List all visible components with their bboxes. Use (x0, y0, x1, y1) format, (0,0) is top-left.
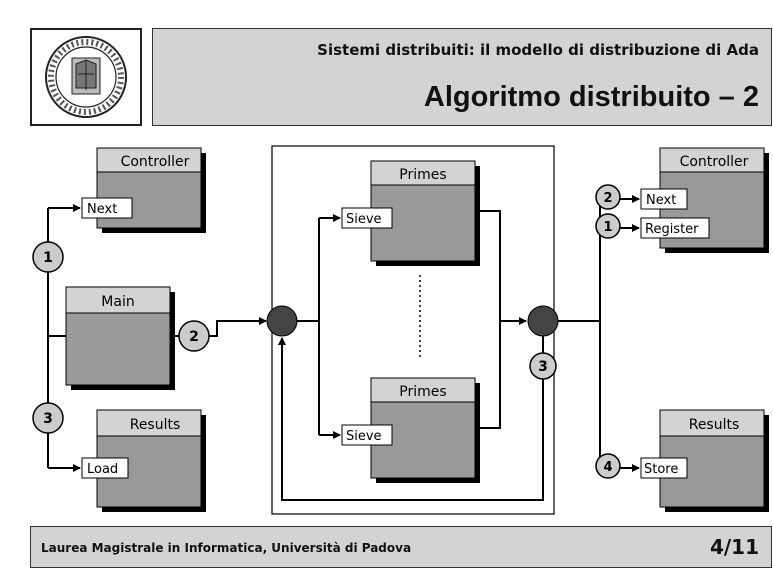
right-store-tag: Store (640, 457, 688, 479)
sieve-top-tag: Sieve (341, 207, 393, 229)
left-load-label: Load (87, 462, 118, 477)
left-results-label: Results (130, 417, 181, 433)
svg-text:4: 4 (603, 460, 612, 475)
step-badge-1-left: 1 (32, 241, 64, 273)
svg-text:3: 3 (43, 411, 53, 427)
right-next-label: Next (646, 193, 676, 208)
svg-text:3: 3 (538, 359, 548, 375)
main-to-node-arrow (209, 317, 267, 337)
step-badge-3-left: 3 (32, 402, 64, 434)
primes-bottom-box: Primes (370, 377, 480, 483)
main-label: Main (101, 294, 134, 310)
right-results-label: Results (689, 417, 740, 433)
sieve-bottom-tag: Sieve (341, 424, 393, 446)
feedback-loop-arrow (278, 336, 544, 501)
left-controller-box: Controller (96, 147, 206, 233)
header-panel: Sistemi distribuiti: il modello di distr… (152, 28, 772, 126)
right-register-label: Register (645, 222, 699, 237)
step-badge-3-right: 3 (529, 352, 557, 380)
primes-top-box: Primes (370, 160, 480, 266)
right-register-tag: Register (640, 217, 710, 239)
primes-bottom-label: Primes (399, 384, 446, 400)
left-dispatch-node (266, 305, 298, 337)
svg-text:2: 2 (603, 191, 612, 206)
slide-subtitle: Sistemi distribuiti: il modello di distr… (317, 41, 759, 59)
sieve-top-label: Sieve (346, 212, 382, 227)
university-seal-logo (30, 28, 142, 126)
step-badge-2-main: 2 (178, 320, 210, 352)
step-badge-4-right: 4 (595, 453, 621, 479)
right-next-tag: Next (640, 188, 688, 210)
main-box: Main (65, 286, 175, 390)
step-badge-2-right: 2 (595, 184, 621, 210)
left-load-tag: Load (81, 457, 129, 479)
slide-title: Algoritmo distribuito – 2 (423, 81, 759, 113)
footer-course: Laurea Magistrale in Informatica, Univer… (41, 541, 412, 555)
step-badge-1-right: 1 (595, 213, 621, 239)
right-controller-label: Controller (680, 154, 749, 170)
left-next-label: Next (87, 202, 117, 217)
left-controller-label: Controller (121, 154, 190, 170)
right-store-label: Store (644, 462, 678, 477)
footer-panel: Laurea Magistrale in Informatica, Univer… (30, 526, 772, 568)
svg-text:1: 1 (43, 250, 53, 266)
page-number: 4/11 (709, 535, 759, 559)
sieve-bottom-label: Sieve (346, 429, 382, 444)
primes-top-label: Primes (399, 167, 446, 183)
right-collect-node (527, 305, 559, 337)
left-next-tag: Next (81, 197, 133, 219)
svg-text:2: 2 (189, 329, 199, 345)
svg-text:1: 1 (603, 220, 612, 235)
